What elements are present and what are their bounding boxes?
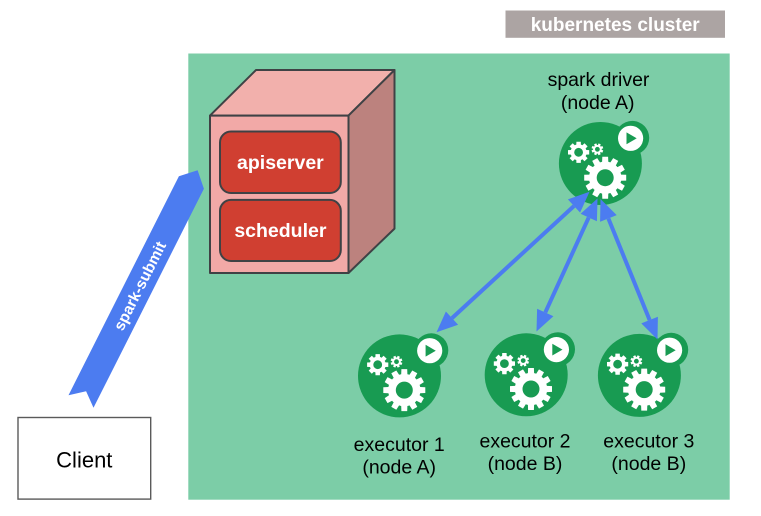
svg-text:apiserver: apiserver xyxy=(237,152,324,174)
svg-text:(node B): (node B) xyxy=(488,453,563,475)
svg-text:executor 1: executor 1 xyxy=(354,434,445,456)
svg-text:(node A): (node A) xyxy=(362,456,436,478)
svg-text:executor 3: executor 3 xyxy=(603,431,694,453)
svg-text:kubernetes cluster: kubernetes cluster xyxy=(531,15,701,36)
svg-text:executor 2: executor 2 xyxy=(479,431,570,453)
svg-text:scheduler: scheduler xyxy=(234,220,327,242)
svg-text:spark driver: spark driver xyxy=(548,69,650,91)
svg-text:Client: Client xyxy=(56,447,112,472)
svg-text:(node B): (node B) xyxy=(611,453,686,475)
svg-text:(node A): (node A) xyxy=(561,92,635,114)
